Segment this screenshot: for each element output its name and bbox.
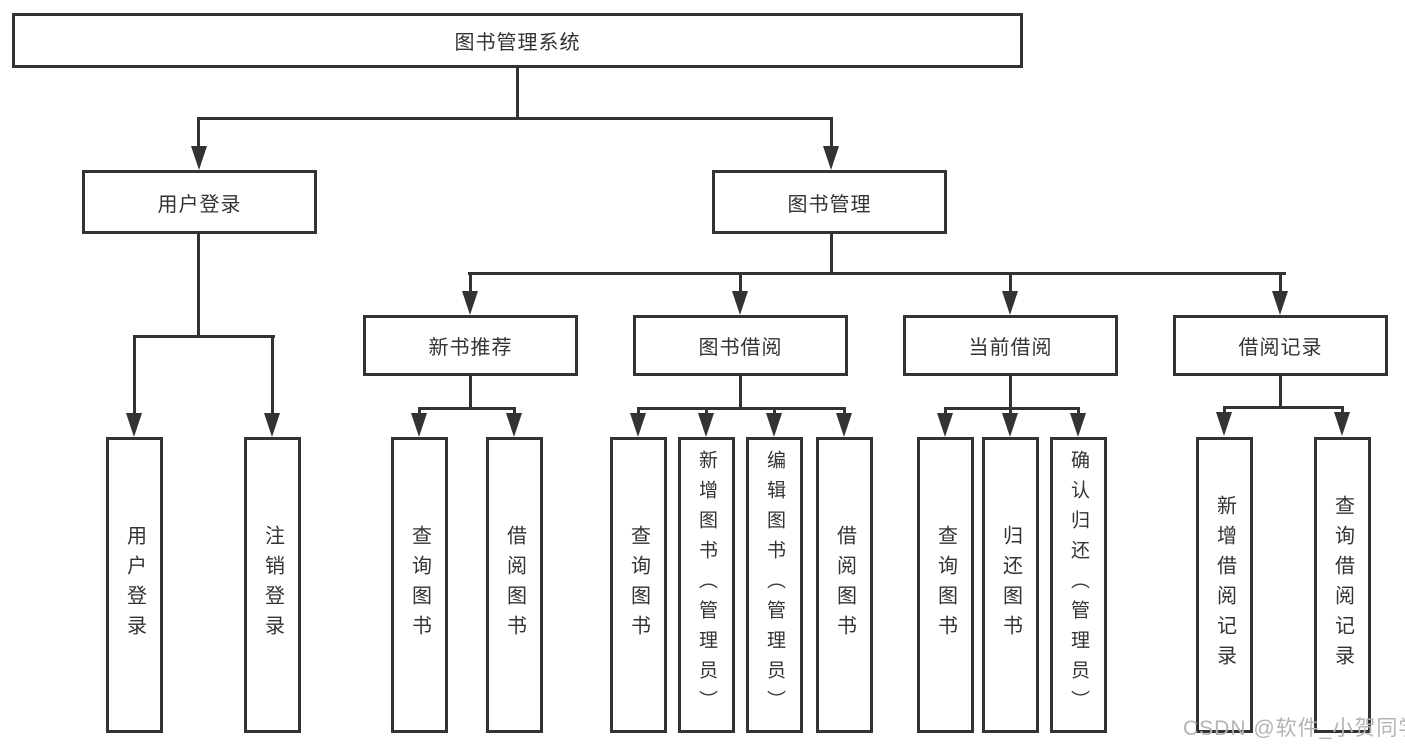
leaf-confirm-return-admin-label: 确认归还（管理员） [1068, 450, 1089, 720]
connector-drop [773, 407, 776, 416]
connector-bar [944, 407, 1080, 410]
leaf-borrow-books-2: 借阅图书 [816, 437, 873, 733]
leaf-query-borrow-record: 查询借阅记录 [1314, 437, 1371, 733]
leaf-query-books-1-label: 查询图书 [408, 525, 431, 645]
connector-bar [1223, 406, 1344, 409]
connector-drop [739, 272, 742, 293]
node-root-label: 图书管理系统 [454, 32, 581, 54]
connector-stem [1279, 376, 1282, 408]
node-current-borrow: 当前借阅 [903, 315, 1118, 376]
connector-drop [1077, 407, 1080, 416]
connector-bar [133, 335, 275, 338]
arrow-down-icon [1272, 291, 1288, 315]
node-book-borrow: 图书借阅 [633, 315, 848, 376]
connector-drop [469, 272, 472, 293]
connector-drop [1279, 272, 1282, 293]
leaf-add-borrow-record: 新增借阅记录 [1196, 437, 1253, 733]
arrow-down-icon [823, 146, 839, 170]
leaf-return-books-label: 归还图书 [999, 525, 1022, 645]
connector-drop [418, 407, 421, 416]
connector-drop [944, 407, 947, 416]
connector-stem [469, 376, 472, 409]
node-book-management: 图书管理 [712, 170, 947, 234]
connector-bar [418, 407, 516, 410]
leaf-query-books-2-label: 查询图书 [627, 525, 650, 645]
connector-bar [468, 272, 1286, 275]
connector-drop [843, 407, 846, 416]
connector-drop [1223, 406, 1226, 415]
leaf-user-login-label: 用户登录 [123, 525, 146, 645]
connector-stem [1009, 376, 1012, 409]
connector-drop [830, 117, 833, 148]
arrow-down-icon [191, 146, 207, 170]
connector-stem [516, 67, 519, 119]
arrow-down-icon [1070, 413, 1086, 437]
connector-drop [271, 335, 274, 414]
leaf-add-book-admin-label: 新增图书（管理员） [696, 450, 717, 720]
leaf-logout-login: 注销登录 [244, 437, 301, 733]
connector-drop [133, 335, 136, 414]
arrow-down-icon [766, 413, 782, 437]
leaf-logout-login-label: 注销登录 [261, 525, 284, 645]
leaf-query-books-1: 查询图书 [391, 437, 448, 733]
arrow-down-icon [1002, 291, 1018, 315]
node-new-book-recommend: 新书推荐 [363, 315, 578, 376]
leaf-edit-book-admin-label: 编辑图书（管理员） [764, 450, 785, 720]
arrow-down-icon [411, 413, 427, 437]
connector-drop [513, 407, 516, 416]
connector-bar [197, 117, 833, 120]
connector-stem [197, 234, 200, 337]
connector-drop [1341, 406, 1344, 415]
connector-drop [705, 407, 708, 416]
arrow-down-icon [462, 291, 478, 315]
node-book-management-label: 图书管理 [787, 193, 872, 216]
node-user-login: 用户登录 [82, 170, 317, 234]
connector-stem [830, 234, 833, 275]
node-root: 图书管理系统 [12, 13, 1023, 68]
leaf-add-book-admin: 新增图书（管理员） [678, 437, 735, 733]
arrow-down-icon [1002, 413, 1018, 437]
leaf-query-books-2: 查询图书 [610, 437, 667, 733]
node-user-login-label: 用户登录 [157, 193, 242, 216]
connector-drop [1009, 272, 1012, 293]
arrow-down-icon [698, 413, 714, 437]
leaf-confirm-return-admin: 确认归还（管理员） [1050, 437, 1107, 733]
connector-stem [739, 376, 742, 409]
node-borrow-records-label: 借阅记录 [1238, 337, 1323, 359]
connector-drop [637, 407, 640, 416]
leaf-query-books-3-label: 查询图书 [934, 525, 957, 645]
node-borrow-records: 借阅记录 [1173, 315, 1388, 376]
node-current-borrow-label: 当前借阅 [968, 337, 1053, 359]
arrow-down-icon [630, 413, 646, 437]
arrow-down-icon [836, 413, 852, 437]
leaf-add-borrow-record-label: 新增借阅记录 [1213, 495, 1236, 675]
csdn-watermark: CSDN @软件_小贺同学 [1183, 717, 1405, 740]
node-new-book-recommend-label: 新书推荐 [428, 337, 513, 359]
connector-bar [637, 407, 846, 410]
arrow-down-icon [937, 413, 953, 437]
leaf-query-books-3: 查询图书 [917, 437, 974, 733]
arrow-down-icon [1334, 412, 1350, 436]
arrow-down-icon [506, 413, 522, 437]
leaf-borrow-books-1: 借阅图书 [486, 437, 543, 733]
connector-drop [197, 117, 200, 148]
leaf-query-borrow-record-label: 查询借阅记录 [1331, 495, 1354, 675]
leaf-borrow-books-2-label: 借阅图书 [833, 525, 856, 645]
connector-drop [1009, 407, 1012, 416]
leaf-return-books: 归还图书 [982, 437, 1039, 733]
leaf-user-login: 用户登录 [106, 437, 163, 733]
arrow-down-icon [126, 413, 142, 437]
arrow-down-icon [1216, 412, 1232, 436]
arrow-down-icon [732, 291, 748, 315]
arrow-down-icon [264, 413, 280, 437]
node-book-borrow-label: 图书借阅 [698, 337, 783, 359]
leaf-edit-book-admin: 编辑图书（管理员） [746, 437, 803, 733]
leaf-borrow-books-1-label: 借阅图书 [503, 525, 526, 645]
